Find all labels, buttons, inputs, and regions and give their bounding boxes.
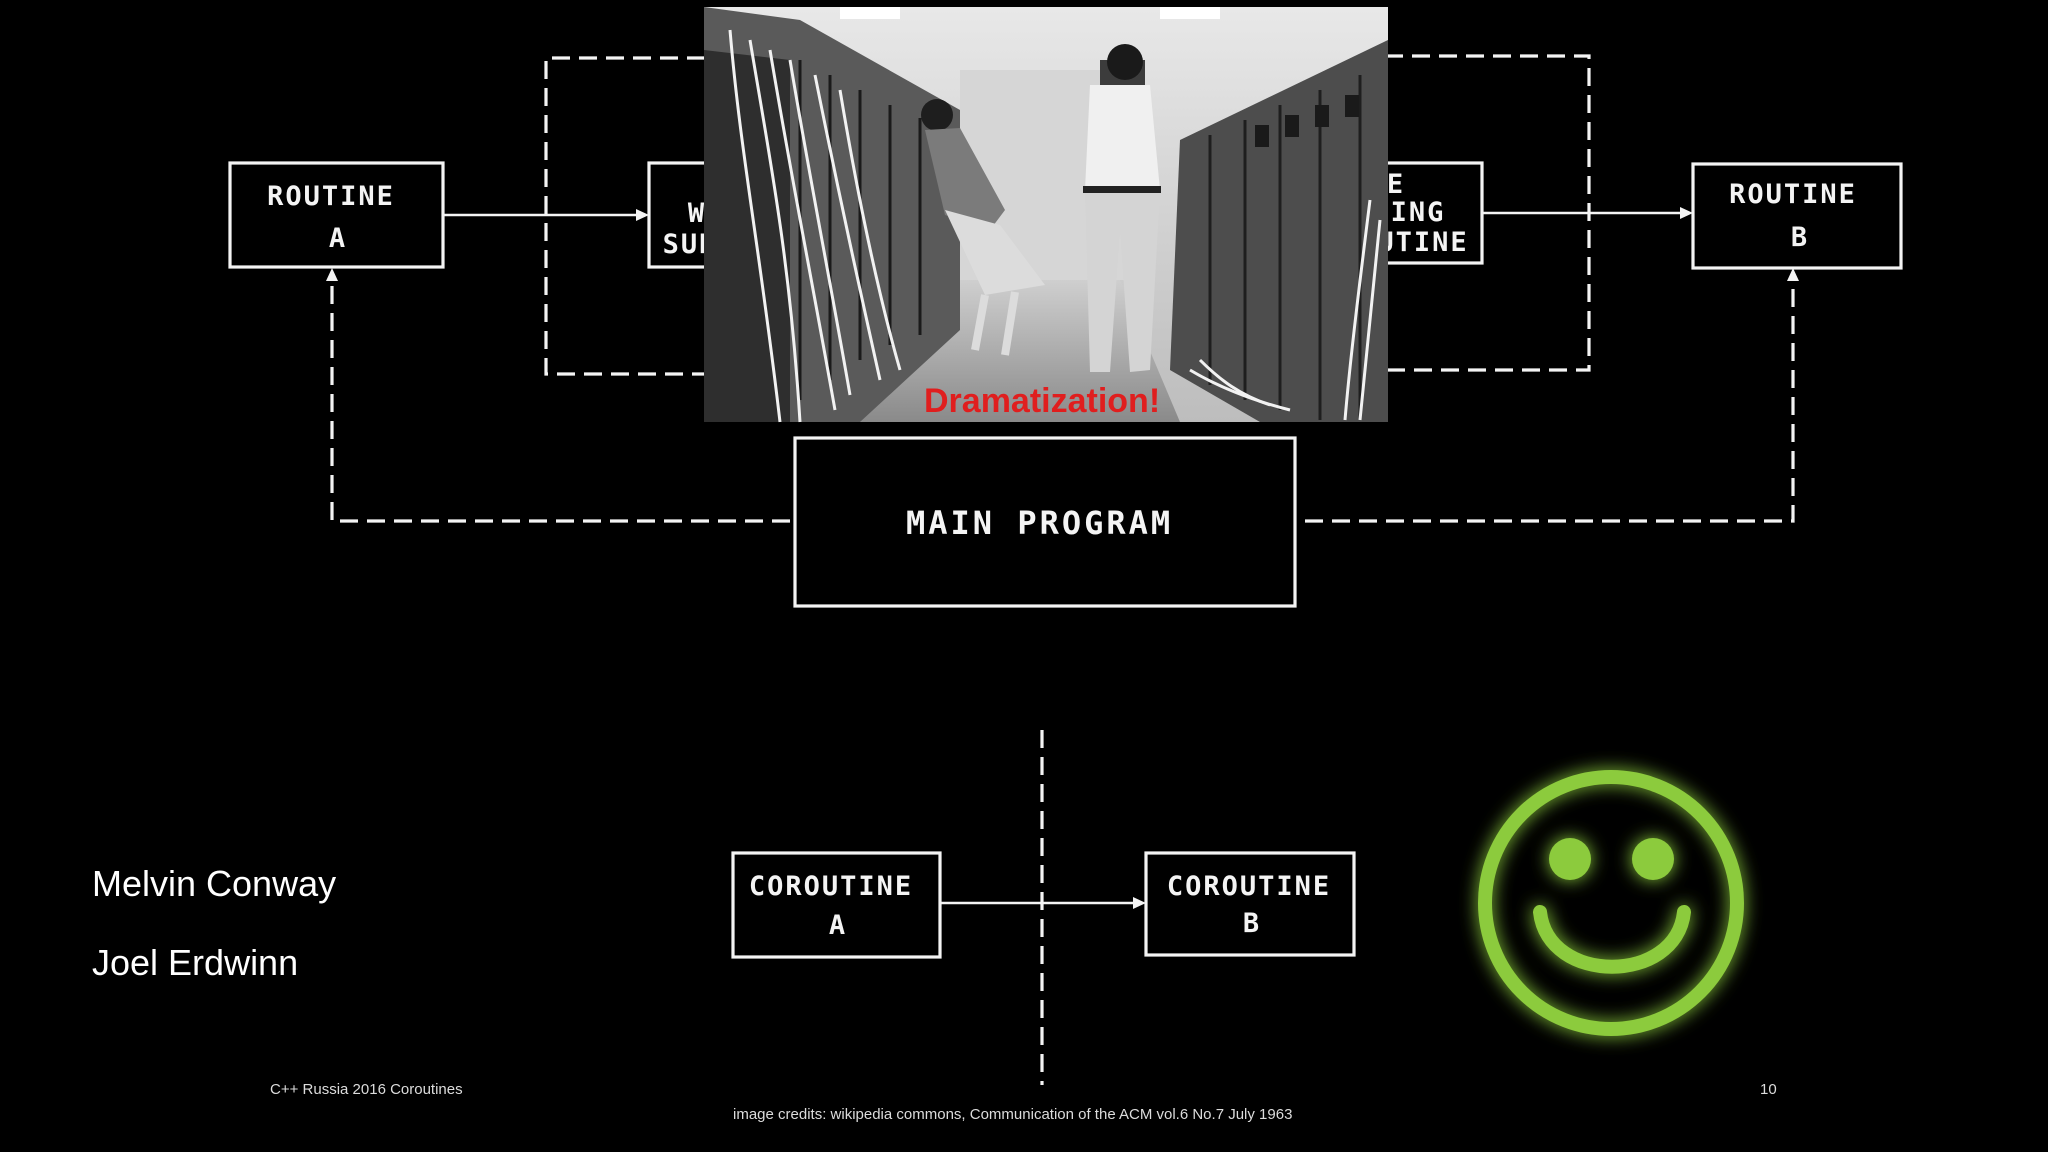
left-inner-line1: W [688,198,706,229]
smiley-face-icon [1478,770,1744,1036]
image-credits: image credits: wikipedia commons, Commun… [733,1106,1293,1123]
left-enclosure-dashed [544,56,705,376]
right-inner-line2: ING [1391,197,1446,228]
arrowhead [1787,268,1799,281]
photo-caption: Dramatization! [924,382,1160,420]
right-inner-box: E ING UTINE [1338,161,1484,265]
arrowhead [326,268,338,281]
coroutine-a-line1: COROUTINE [749,871,913,902]
page-number: 10 [1760,1081,1777,1098]
author-2: Joel Erdwinn [92,942,299,983]
coroutine-b-box: COROUTINE B [1144,851,1356,957]
man-figure [1083,44,1161,372]
routine-a-line2: A [329,223,347,254]
main-to-routine-a-dashed [330,278,790,523]
routine-a-line1: ROUTINE [267,181,395,212]
historic-photo: Dramatization! [704,7,1388,423]
arrowhead [1680,207,1693,219]
right-inner-line3: UTINE [1377,227,1468,258]
routine-b-line1: ROUTINE [1729,179,1857,210]
routine-b-box: ROUTINE B [1691,162,1903,270]
footer-left: C++ Russia 2016 Coroutines [270,1081,463,1098]
routine-a-box: ROUTINE A [228,161,445,269]
main-to-routine-b-dashed [1305,278,1795,523]
main-program-label: MAIN PROGRAM [906,504,1173,542]
main-program-box: MAIN PROGRAM [793,436,1297,608]
right-inner-line1: E [1387,169,1405,200]
arrowhead [1133,897,1146,909]
arrowhead [636,209,649,221]
woman-figure [921,99,1045,356]
coroutine-a-box: COROUTINE A [731,851,942,959]
coroutine-b-line1: COROUTINE [1167,871,1331,902]
routine-b-line2: B [1791,222,1809,253]
author-1: Melvin Conway [92,863,337,904]
coroutine-a-line2: A [829,910,847,941]
coroutine-b-line2: B [1243,908,1261,939]
